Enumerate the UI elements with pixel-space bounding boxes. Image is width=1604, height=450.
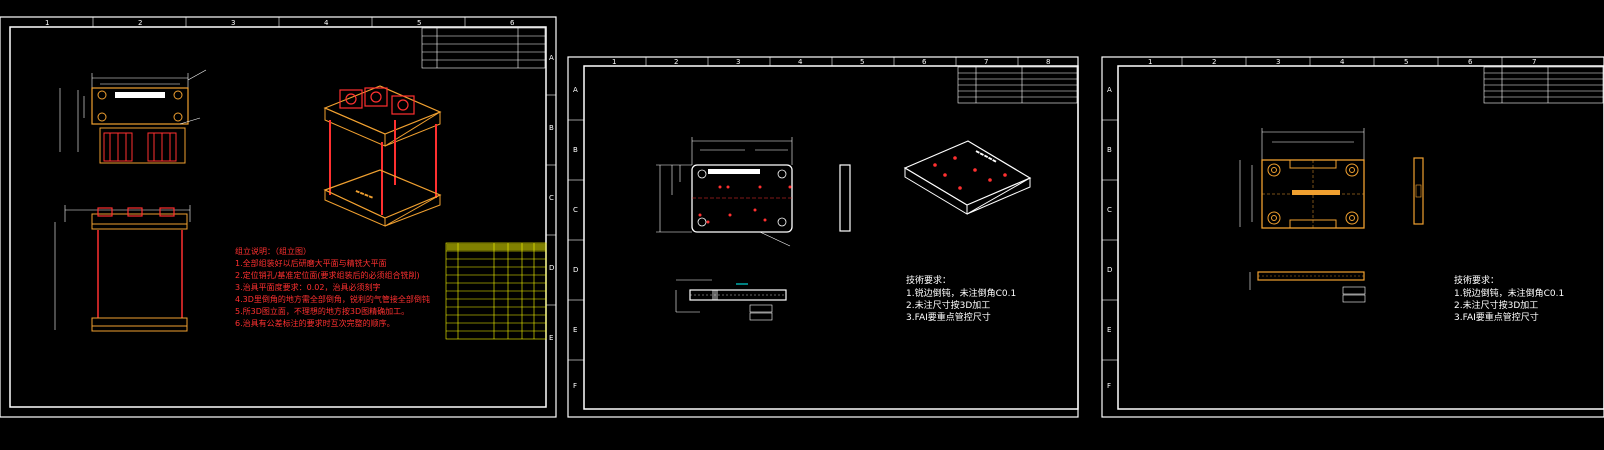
tech-note: 2.未注尺寸按3D加工 xyxy=(906,299,990,311)
zone-number: 2 xyxy=(138,19,142,27)
bom-table xyxy=(445,242,547,340)
title-block xyxy=(1483,66,1604,104)
zone-letter: C xyxy=(549,194,554,202)
plate-top-view xyxy=(656,137,793,247)
note-line: 5.所3D图立面，不理想的地方按3D图精确加工。 xyxy=(235,306,409,316)
zone-letter: A xyxy=(1107,86,1112,94)
sheet-plate: 1 2 3 4 5 6 7 8 A B C D E F xyxy=(567,56,1079,418)
plate-side-view xyxy=(839,164,851,232)
tech-title: 技術要求： xyxy=(906,274,951,286)
zone-letter: D xyxy=(1107,266,1112,274)
top-view xyxy=(59,69,207,164)
svg-text:▬▬▬▬▬: ▬▬▬▬▬ xyxy=(974,148,998,165)
zone-number: 2 xyxy=(1212,58,1216,66)
zone-letter: B xyxy=(549,124,554,132)
zone-letter: D xyxy=(549,264,554,272)
zone-letter: D xyxy=(573,266,578,274)
zone-number: 3 xyxy=(1276,58,1280,66)
zone-number: 7 xyxy=(1532,58,1536,66)
zone-number: 4 xyxy=(324,19,329,27)
zone-number: 4 xyxy=(1340,58,1345,66)
zone-letter: F xyxy=(1107,382,1111,390)
zone-letter: E xyxy=(1107,326,1111,334)
zone-number: 6 xyxy=(510,19,515,27)
svg-text:▬▬▬▬: ▬▬▬▬ xyxy=(354,188,374,201)
front-view xyxy=(54,205,191,332)
zone-letter: A xyxy=(549,54,554,62)
note-line: 3.治具平面度要求：0.02，治具必须刻字 xyxy=(235,282,380,292)
zone-number: 1 xyxy=(612,58,616,66)
title-block xyxy=(421,27,546,69)
zone-letter: C xyxy=(1107,206,1112,214)
zone-number: 8 xyxy=(1046,58,1050,66)
zone-number: 5 xyxy=(417,19,421,27)
tech-title: 技術要求： xyxy=(1454,274,1499,286)
base-front-view xyxy=(1249,271,1366,303)
zone-number: 2 xyxy=(674,58,678,66)
zone-number: 5 xyxy=(860,58,864,66)
title-block xyxy=(957,66,1078,104)
tech-note: 3.FAI要重点管控尺寸 xyxy=(1454,311,1539,323)
zone-letter: F xyxy=(573,382,577,390)
base-top-view xyxy=(1239,128,1365,229)
zone-number: 6 xyxy=(1468,58,1473,66)
assembly-notes: 组立说明：（组立图） 1.全部组装好以后研磨大平面与精铣大平面 2.定位销孔/基… xyxy=(235,246,430,328)
zone-letter: E xyxy=(573,326,577,334)
zone-number: 1 xyxy=(1148,58,1152,66)
zone-letter: B xyxy=(573,146,578,154)
sheet-assembly: 1 2 3 4 5 6 A B C D E xyxy=(0,16,557,418)
note-line: 1.全部组装好以后研磨大平面与精铣大平面 xyxy=(235,258,387,268)
base-side-view xyxy=(1413,157,1424,225)
tech-note: 2.未注尺寸按3D加工 xyxy=(1454,299,1538,311)
sheet-base: 1 2 3 4 5 6 7 A B C D E F xyxy=(1101,56,1604,418)
zone-letter: E xyxy=(549,334,553,342)
zone-number: 6 xyxy=(922,58,927,66)
tech-note: 3.FAI要重点管控尺寸 xyxy=(906,311,991,323)
zone-number: 3 xyxy=(231,19,235,27)
plate-isometric: ▬▬▬▬▬ xyxy=(903,140,1032,215)
plate-section-view xyxy=(675,279,787,321)
zone-number: 3 xyxy=(736,58,740,66)
zone-letter: C xyxy=(573,206,578,214)
note-line: 4.3D里倒角的地方需全部倒角，锐利的气管接全部倒钝 xyxy=(235,294,430,304)
note-line: 6.治具有公差标注的要求时互次完整的顺序。 xyxy=(235,318,395,328)
zone-number: 1 xyxy=(45,19,49,27)
tech-notes: 技術要求： 1.锐边倒钝，未注倒角C0.1 2.未注尺寸按3D加工 3.FAI要… xyxy=(906,274,1016,323)
note-line: 2.定位销孔/基准定位面(要求组装后的必须组合铣削) xyxy=(235,270,420,280)
zone-number: 4 xyxy=(798,58,803,66)
notes-title: 组立说明：（组立图） xyxy=(235,246,311,256)
zone-number: 7 xyxy=(984,58,988,66)
zone-number: 5 xyxy=(1404,58,1408,66)
zone-letter: A xyxy=(573,86,578,94)
tech-notes: 技術要求： 1.锐边倒钝，未注倒角C0.1 2.未注尺寸按3D加工 3.FAI要… xyxy=(1454,274,1564,323)
isometric-assembly: ▬▬▬▬ xyxy=(323,85,442,227)
tech-note: 1.锐边倒钝，未注倒角C0.1 xyxy=(906,287,1016,299)
zone-letter: B xyxy=(1107,146,1112,154)
tech-note: 1.锐边倒钝，未注倒角C0.1 xyxy=(1454,287,1564,299)
